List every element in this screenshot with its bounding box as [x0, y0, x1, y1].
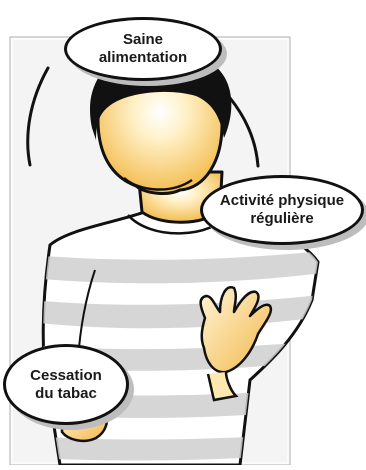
- quit-smoking-bubble: Cessation du tabac: [3, 344, 129, 425]
- quit-smoking-label-line1: Cessation: [30, 367, 102, 385]
- physical-activity-label-line2: régulière: [250, 210, 313, 228]
- healthy-eating-bubble: Saine alimentation: [64, 17, 222, 81]
- healthy-eating-label-line2: alimentation: [99, 49, 187, 67]
- healthy-eating-label-line1: Saine: [123, 31, 163, 49]
- physical-activity-bubble: Activité physique régulière: [200, 175, 364, 245]
- physical-activity-label-line1: Activité physique: [220, 192, 344, 210]
- quit-smoking-label-line2: du tabac: [35, 385, 97, 403]
